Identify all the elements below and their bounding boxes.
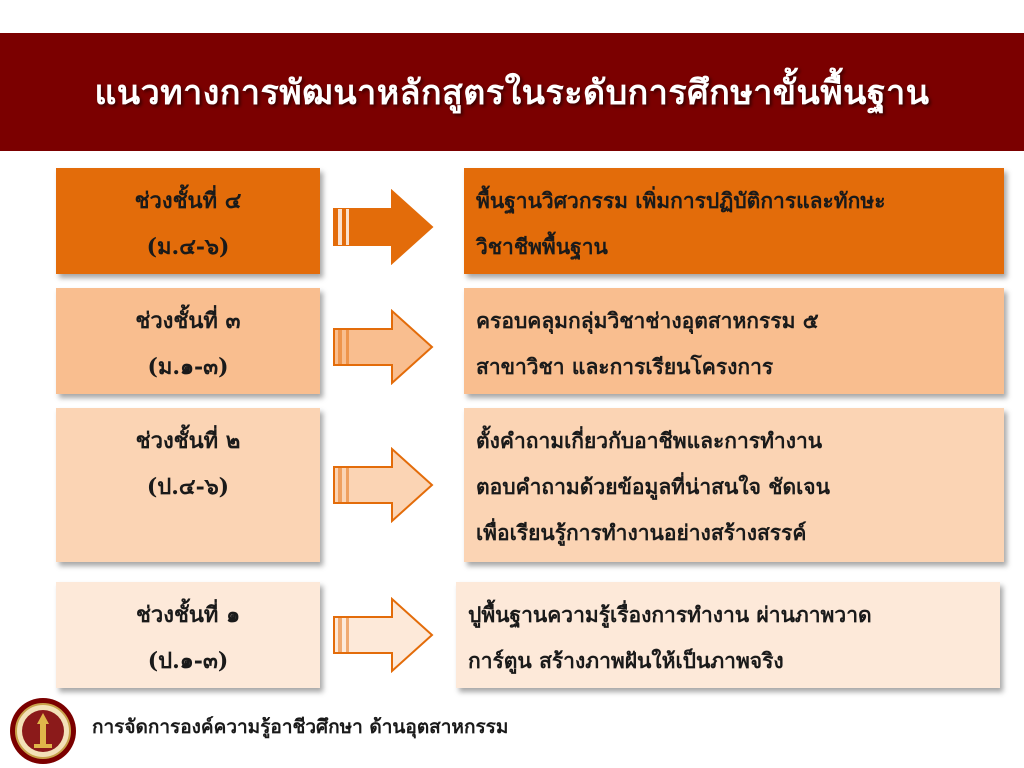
stage-1-description-line: ปูพื้นฐานความรู้เรื่องการทำงาน ผ่านภาพวา… (468, 602, 872, 627)
stage-1-level-box: ช่วงชั้นที่ ๑ (ป.๑-๓) (56, 582, 320, 688)
stage-2-name: ช่วงชั้นที่ ๒ (135, 428, 241, 454)
stage-1-arrow-icon (333, 597, 434, 673)
stage-2-level-box: ช่วงชั้นที่ ๒ (ป.๔-๖) (56, 408, 320, 562)
stage-4-description-line: วิชาชีพพื้นฐาน (476, 234, 608, 259)
stage-2-description-line: เพื่อเรียนรู้การทำงานอย่างสร้างสรรค์ (476, 520, 807, 545)
footer: การจัดการองค์ความรู้อาชีวศึกษา ด้านอุตสา… (0, 690, 1024, 768)
stage-3-description-line: สาขาวิชา และการเรียนโครงการ (476, 354, 774, 379)
stage-1-name: ช่วงชั้นที่ ๑ (135, 602, 241, 628)
stage-2-grades: (ป.๔-๖) (146, 474, 230, 500)
slide-title: แนวทางการพัฒนาหลักสูตรในระดับการศึกษาขั้… (94, 73, 930, 113)
stage-3-description-line: ครอบคลุมกลุ่มวิชาช่างอุตสาหกรรม ๕ (476, 308, 819, 333)
footer-text: การจัดการองค์ความรู้อาชีวศึกษา ด้านอุตสา… (92, 716, 509, 738)
stage-3-name: ช่วงชั้นที่ ๓ (135, 308, 241, 334)
stage-2-arrow-icon (333, 447, 434, 523)
stage-4-arrow-icon (333, 189, 434, 265)
stage-4-grades: (ม.๔-๖) (146, 234, 230, 260)
stage-2-description-line: ตอบคำถามด้วยข้อมูลที่น่าสนใจ ชัดเจน (476, 474, 830, 499)
stage-1-description-box: ปูพื้นฐานความรู้เรื่องการทำงาน ผ่านภาพวา… (456, 582, 1000, 688)
stage-2-description-line: ตั้งคำถามเกี่ยวกับอาชีพและการทำงาน (476, 428, 823, 453)
stage-4-description-line: พื้นฐานวิศวกรรม เพิ่มการปฏิบัติการและทัก… (476, 188, 886, 213)
stage-1-grades: (ป.๑-๓) (147, 648, 229, 674)
stage-3-description-box: ครอบคลุมกลุ่มวิชาช่างอุตสาหกรรม ๕ สาขาวิ… (464, 288, 1004, 394)
stage-3-grades: (ม.๑-๓) (147, 354, 229, 380)
stage-3-level-box: ช่วงชั้นที่ ๓ (ม.๑-๓) (56, 288, 320, 394)
title-bar: แนวทางการพัฒนาหลักสูตรในระดับการศึกษาขั้… (0, 33, 1024, 151)
stage-4-description-box: พื้นฐานวิศวกรรม เพิ่มการปฏิบัติการและทัก… (464, 168, 1004, 274)
stage-4-name: ช่วงชั้นที่ ๔ (134, 188, 242, 214)
stage-1-description-line: การ์ตูน สร้างภาพฝันให้เป็นภาพจริง (468, 648, 784, 673)
institution-seal-icon (10, 698, 76, 764)
stage-3-arrow-icon (333, 309, 434, 385)
stage-4-level-box: ช่วงชั้นที่ ๔ (ม.๔-๖) (56, 168, 320, 274)
stage-2-description-box: ตั้งคำถามเกี่ยวกับอาชีพและการทำงาน ตอบคำ… (464, 408, 1004, 562)
